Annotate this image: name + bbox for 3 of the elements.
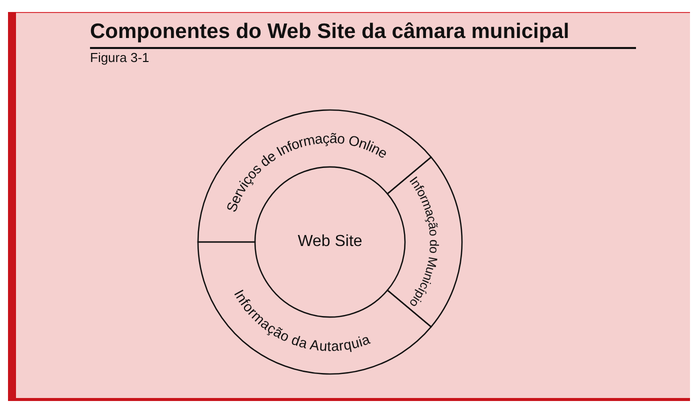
figure-label: Figura 3-1 xyxy=(90,50,150,65)
title: Componentes do Web Site da câmara municipal xyxy=(90,20,636,49)
circle-label: Web Site xyxy=(298,233,362,251)
